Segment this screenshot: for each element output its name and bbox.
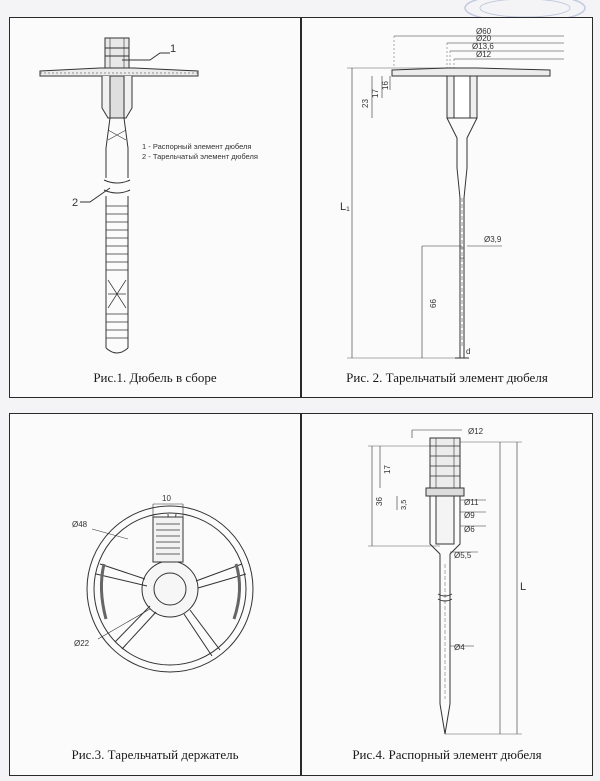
fig2-dim-d12: Ø12 (476, 50, 492, 59)
fig4-dim-d6: Ø6 (464, 525, 475, 534)
fig4-dim-h17: 17 (383, 465, 392, 474)
fig4-dim-d11: Ø11 (464, 498, 479, 507)
fig1-callout-1: 1 (170, 43, 176, 55)
figure-4-panel: Ø12 17 36 3,5 Ø11 Ø9 Ø6 Ø5,5 Ø4 L Рис.4.… (301, 413, 593, 776)
fig3-caption: Рис.3. Тарельчатый держатель (71, 747, 239, 762)
fig2-caption: Рис. 2. Тарельчатый элемент дюбеля (346, 370, 548, 385)
fig2-dim-d136: Ø13,6 (472, 42, 494, 51)
fig2-dim-L1: L₁ (340, 201, 350, 213)
fig2-dim-d39: Ø3,9 (484, 235, 502, 244)
fig2-dim-d: d (466, 347, 470, 356)
figure-2-panel: Ø60 Ø20 Ø13,6 Ø12 16 17 23 L₁ Ø3,9 66 d … (301, 17, 593, 398)
figure-1-panel: 1 2 1 - Распорный элемент дюбеля 2 - Тар… (9, 17, 301, 398)
fig4-dim-d9: Ø9 (464, 511, 475, 520)
fig3-dim-d22: Ø22 (74, 639, 90, 648)
fig1-legend-2: 2 - Тарельчатый элемент дюбеля (142, 152, 258, 161)
fig1-callout-2: 2 (72, 197, 78, 209)
fig4-dim-h36: 36 (375, 497, 384, 506)
fig2-dim-h66: 66 (429, 299, 438, 308)
fig4-dim-d12: Ø12 (468, 427, 484, 436)
fig4-caption: Рис.4. Распорный элемент дюбеля (352, 747, 542, 762)
fig1-caption: Рис.1. Дюбель в сборе (93, 370, 217, 385)
fig2-dim-h16: 16 (381, 81, 390, 90)
fig2-dim-d20: Ø20 (476, 34, 492, 43)
fig1-drawing: 1 2 1 - Распорный элемент дюбеля 2 - Тар… (39, 37, 258, 354)
fig3-dim-w10: 10 (162, 494, 171, 503)
fig3-drawing: 10 Ø48 Ø22 (72, 494, 254, 673)
fig4-dim-d55: Ø5,5 (454, 551, 472, 560)
fig2-drawing: Ø60 Ø20 Ø13,6 Ø12 16 17 23 L₁ Ø3,9 66 d (340, 27, 564, 359)
fig2-dim-h17: 17 (371, 89, 380, 98)
fig3-dim-d48: Ø48 (72, 520, 88, 529)
fig2-dim-h23: 23 (361, 99, 370, 108)
fig4-dim-d4: Ø4 (454, 643, 465, 652)
fig2-dim-d60: Ø60 (476, 27, 492, 36)
fig4-dim-L: L (520, 581, 526, 593)
fig1-legend-1: 1 - Распорный элемент дюбеля (142, 142, 252, 151)
figure-3-panel: 10 Ø48 Ø22 Рис.3. Тарельчатый держатель (9, 413, 301, 776)
fig4-drawing: Ø12 17 36 3,5 Ø11 Ø9 Ø6 Ø5,5 Ø4 L (368, 427, 526, 735)
fig4-dim-h35: 3,5 (399, 500, 408, 510)
